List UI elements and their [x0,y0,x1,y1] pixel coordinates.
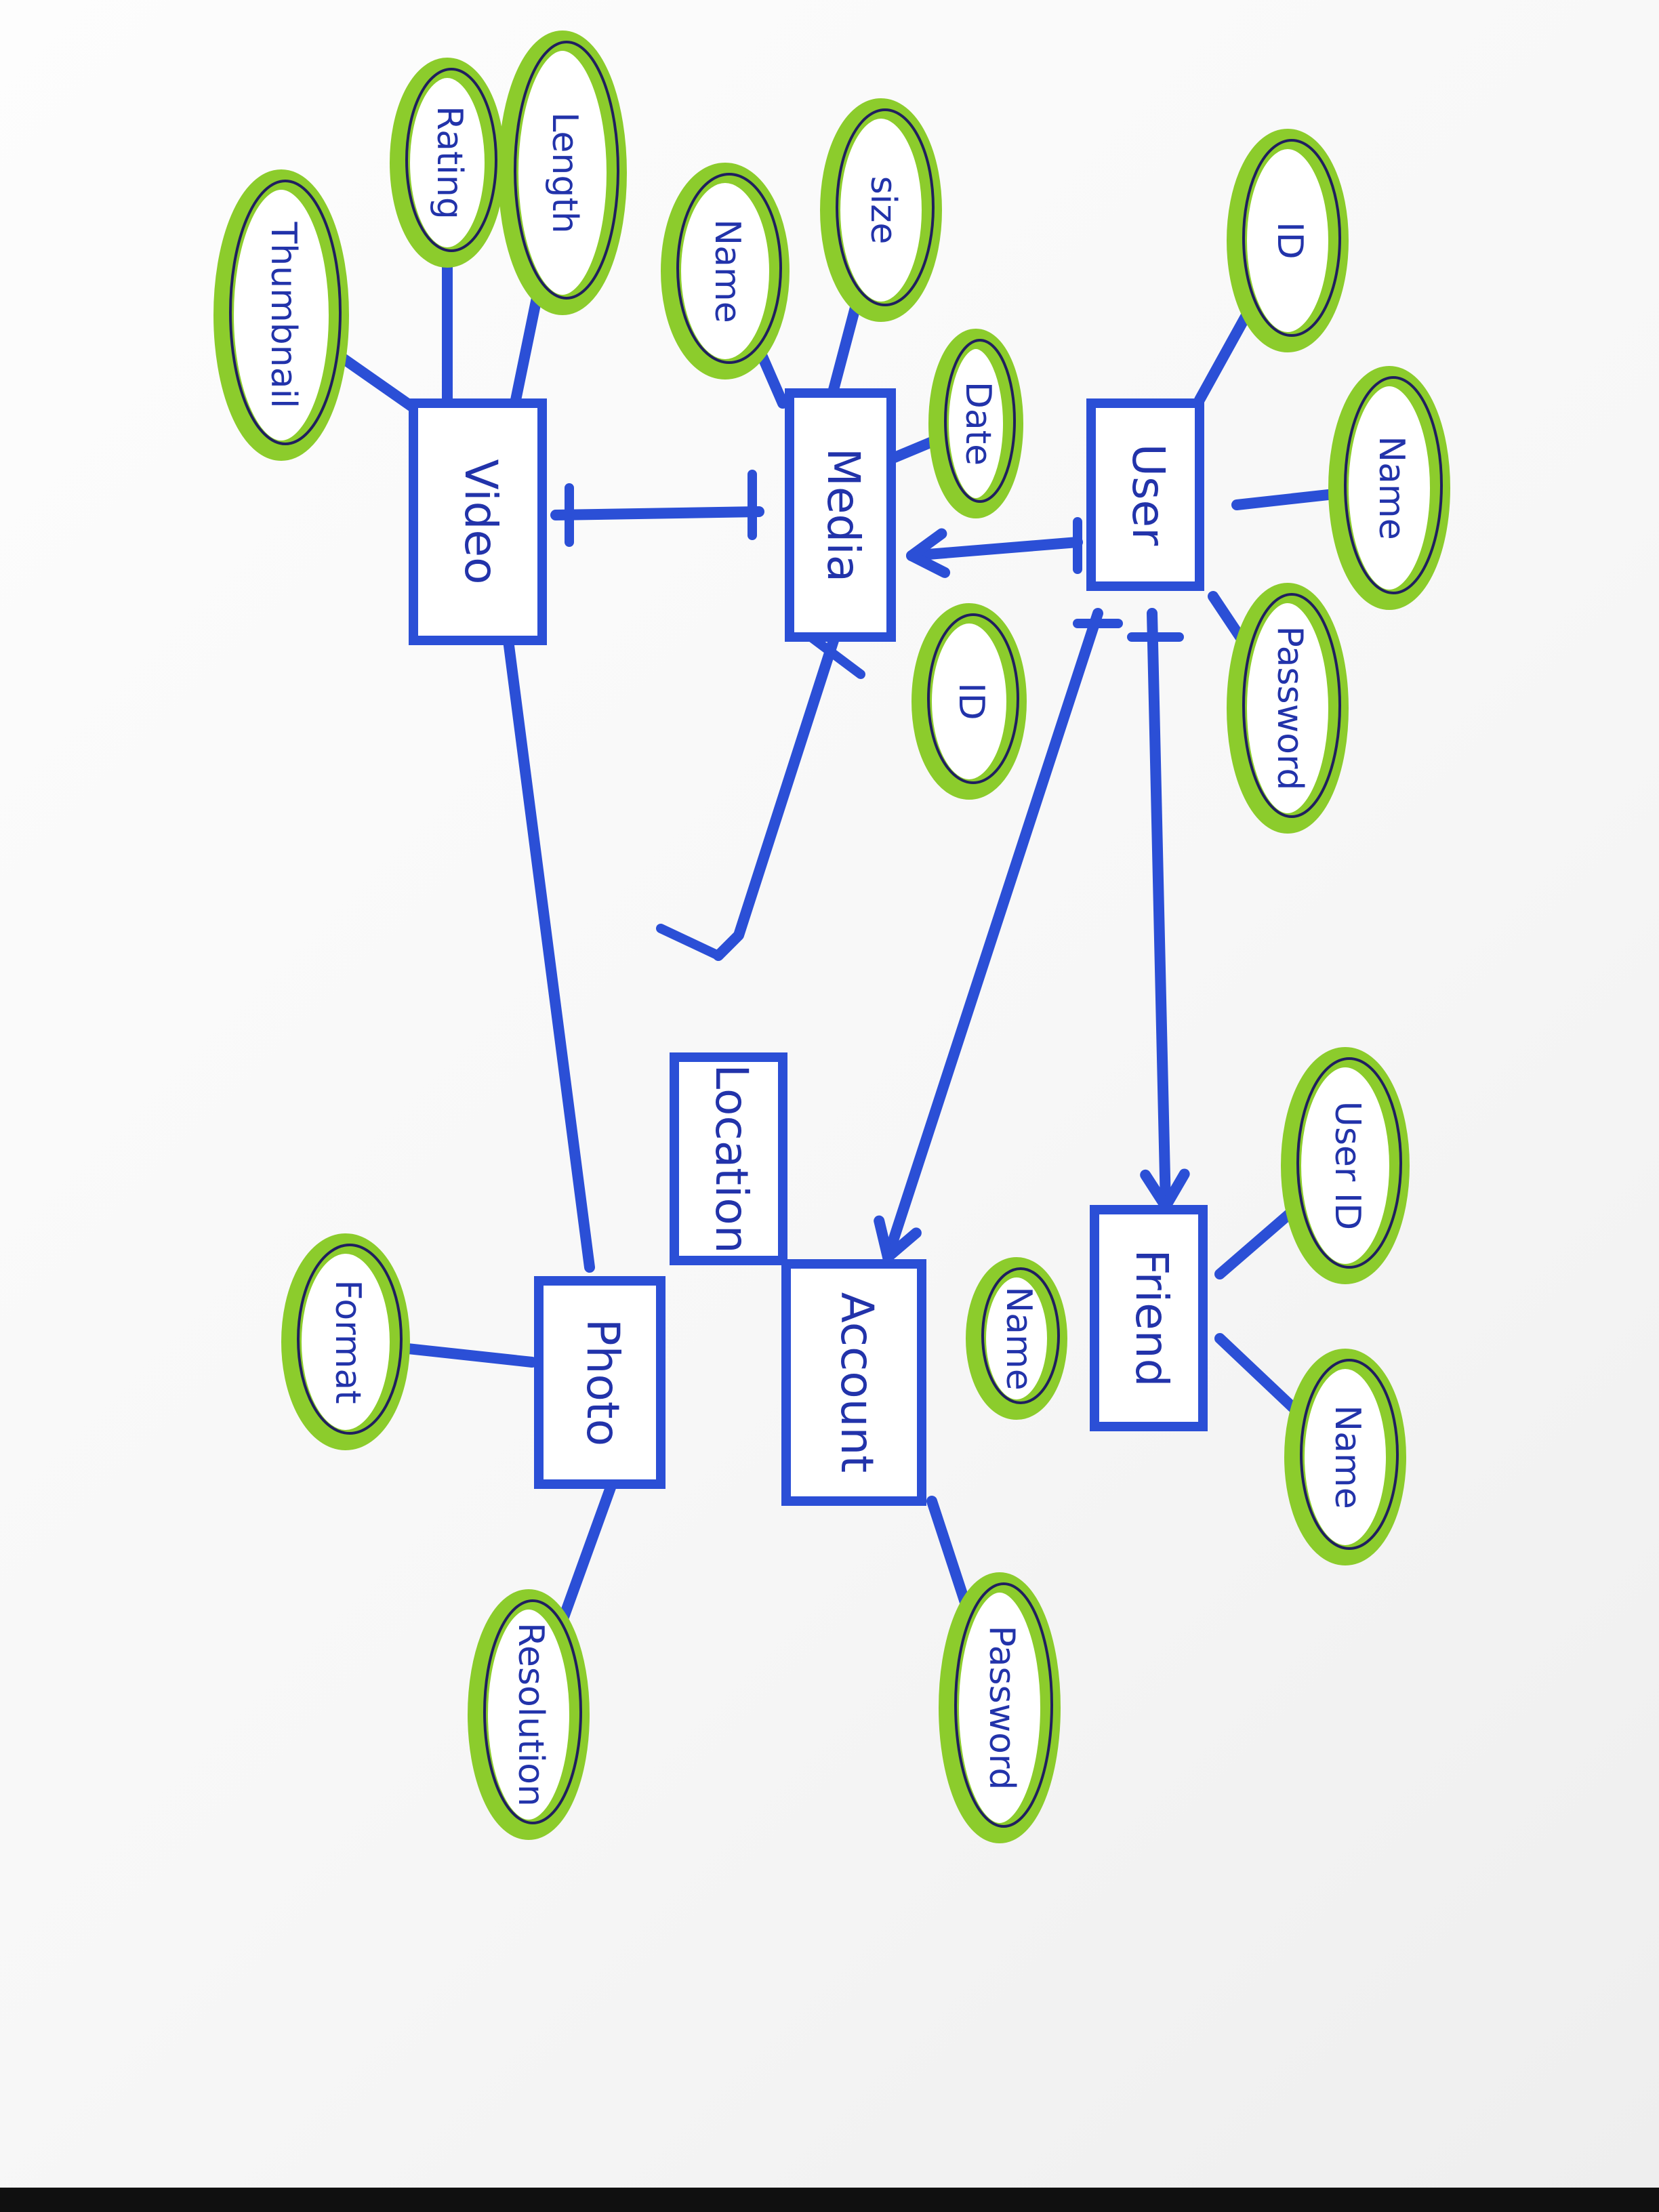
attribute-label-account-name: Name [998,1286,1039,1390]
table-edge [0,2188,1659,2212]
attribute-label-length: Length [544,112,585,233]
attribute-user-name: Name [1328,366,1450,610]
attribute-rating: Rating [390,58,505,268]
relationship-user-media [906,517,1083,578]
attribute-label-rating: Rating [429,106,470,220]
entity-photo: Photo [534,1276,665,1489]
entity-label-account: Account [831,1292,883,1473]
attribute-friend-userid: User ID [1281,1047,1410,1284]
relationship-user-friend [1127,608,1190,1212]
attribute-label-user-name: Name [1371,436,1412,539]
attribute-label-resolution: Resolution [510,1622,551,1807]
attribute-label-account-password: Password [981,1626,1022,1790]
entity-label-location: Location [705,1064,758,1253]
entity-location: Location [670,1052,787,1265]
attribute-label-date: Date [958,382,998,466]
attribute-label-media-name: Name [707,219,747,323]
entity-label-video: Video [455,459,507,585]
attribute-format: Format [281,1233,410,1450]
attribute-account-password: Password [939,1572,1061,1843]
entity-label-friend: Friend [1126,1250,1178,1387]
attribute-label-media-id: ID [951,682,991,720]
attribute-label-thumbnail: Thumbnail [263,221,304,408]
attribute-user-password: Password [1227,583,1349,834]
entity-label-user: User [1122,444,1174,546]
cardinality-tick [656,924,723,960]
attribute-label-user-password: Password [1269,626,1310,791]
attribute-date: Date [928,329,1023,518]
attribute-account-name: Name [966,1257,1067,1420]
attribute-length: Length [498,30,627,315]
arrow-head [906,528,951,578]
attribute-label-friend-name: Name [1327,1405,1368,1509]
attribute-media-id: ID [912,603,1027,800]
attribute-label-friend-userid: User ID [1327,1101,1368,1230]
entity-label-media: Media [817,448,869,582]
relationship-media-location [656,629,865,961]
attribute-label-user-id: ID [1269,222,1310,259]
relationship-video-photo [503,635,595,1273]
entity-video: Video [409,398,547,645]
entity-friend: Friend [1090,1205,1208,1431]
attribute-resolution: Resolution [468,1589,590,1840]
attribute-thumbnail: Thumbnail [213,169,349,461]
relationship-user-account [874,608,1123,1263]
arrow-head [874,1215,922,1263]
entity-media: Media [785,388,896,642]
attribute-media-name: Name [661,163,790,380]
entity-account: Account [781,1259,926,1506]
attribute-label-size: size [863,176,903,245]
attribute-user-id: ID [1227,129,1349,352]
entity-label-photo: Photo [577,1319,629,1446]
attribute-size: size [820,98,942,322]
attribute-friend-name: Name [1284,1349,1406,1565]
attribute-label-format: Format [327,1279,368,1404]
entity-user: User [1086,398,1204,591]
relationship-media-video [550,470,764,547]
relationship-layer [503,470,1190,1273]
